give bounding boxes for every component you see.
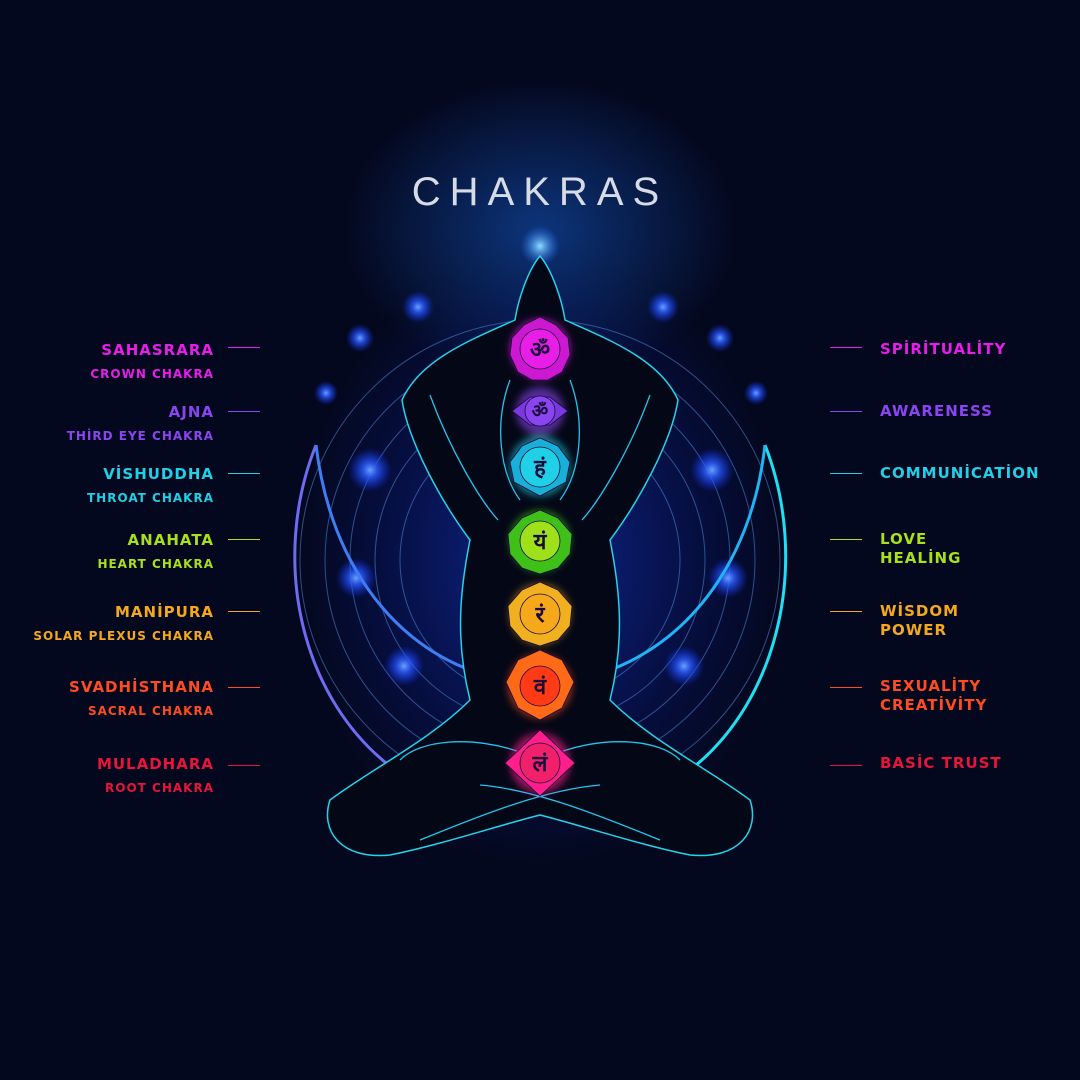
leader-line bbox=[830, 765, 862, 766]
chakra-subtitle: THİRD EYE CHAKRA bbox=[66, 429, 214, 443]
leader-line bbox=[228, 687, 260, 688]
chakra-subtitle: CROWN CHAKRA bbox=[90, 367, 214, 381]
chakra-name: SVADHİSTHANA bbox=[69, 678, 214, 696]
label-sahasrara: SAHASRARA CROWN CHAKRA bbox=[90, 341, 214, 381]
meaning-vishuddha: COMMUNİCATİON bbox=[880, 464, 1040, 483]
label-manipura: MANİPURA SOLAR PLEXUS CHAKRA bbox=[33, 603, 214, 643]
ham-symbol-icon: हं bbox=[534, 456, 546, 481]
leader-line bbox=[830, 347, 862, 348]
meaning-text: AWARENESS bbox=[880, 402, 993, 420]
chakra-subtitle: SACRAL CHAKRA bbox=[87, 704, 214, 718]
leader-line bbox=[228, 611, 260, 612]
chakra-subtitle: SOLAR PLEXUS CHAKRA bbox=[33, 629, 214, 643]
meaning-sahasrara: SPİRİTUALİTY bbox=[880, 340, 1006, 359]
ajna-symbol-icon: ॐ bbox=[531, 401, 549, 422]
label-svadhisthana: SVADHİSTHANA SACRAL CHAKRA bbox=[69, 678, 214, 718]
meaning-text: COMMUNİCATİON bbox=[880, 464, 1040, 482]
ram-symbol-icon: रं bbox=[535, 603, 545, 628]
label-vishuddha: VİSHUDDHA THROAT CHAKRA bbox=[87, 465, 214, 505]
lam-symbol-icon: लं bbox=[532, 752, 548, 777]
meaning-text: LOVE bbox=[880, 530, 928, 548]
leader-line bbox=[228, 411, 260, 412]
leader-line bbox=[830, 539, 862, 540]
meaning-muladhara: BASİC TRUST bbox=[880, 754, 1002, 773]
label-ajna: AJNA THİRD EYE CHAKRA bbox=[67, 403, 214, 443]
meaning-svadhisthana: SEXUALİTY CREATİVİTY bbox=[880, 677, 987, 715]
yam-symbol-icon: यं bbox=[533, 530, 547, 555]
om-symbol-icon: ॐ bbox=[529, 338, 551, 363]
glow-dots bbox=[314, 226, 768, 686]
meaning-text: POWER bbox=[880, 621, 948, 639]
chakra-name: AJNA bbox=[168, 403, 214, 421]
meaning-text: CREATİVİTY bbox=[880, 696, 988, 714]
leader-line bbox=[228, 347, 260, 348]
meaning-text: HEALİNG bbox=[880, 549, 962, 567]
label-anahata: ANAHATA HEART CHAKRA bbox=[97, 531, 214, 571]
meaning-anahata: LOVE HEALİNG bbox=[880, 530, 961, 568]
leader-line bbox=[228, 539, 260, 540]
meaning-text: BASİC TRUST bbox=[880, 754, 1002, 772]
leader-line bbox=[830, 473, 862, 474]
chakra-name: VİSHUDDHA bbox=[103, 465, 214, 483]
chakra-name: SAHASRARA bbox=[101, 341, 214, 359]
chakra-name: ANAHATA bbox=[127, 531, 214, 549]
leader-line bbox=[830, 411, 862, 412]
chakra-name: MULADHARA bbox=[96, 755, 214, 773]
chakra-name: MANİPURA bbox=[114, 603, 214, 621]
chakra-subtitle: HEART CHAKRA bbox=[97, 557, 214, 571]
leader-line bbox=[830, 687, 862, 688]
meaning-text: SPİRİTUALİTY bbox=[880, 340, 1007, 358]
label-muladhara: MULADHARA ROOT CHAKRA bbox=[97, 755, 214, 795]
leader-line bbox=[228, 473, 260, 474]
leader-line bbox=[228, 765, 260, 766]
leader-line bbox=[830, 611, 862, 612]
meaning-ajna: AWARENESS bbox=[880, 402, 993, 421]
page-title: CHAKRAS bbox=[411, 170, 669, 214]
vam-symbol-icon: वं bbox=[533, 675, 547, 700]
meaning-text: WİSDOM bbox=[880, 602, 960, 620]
meaning-text: SEXUALİTY bbox=[880, 677, 982, 695]
meaning-manipura: WİSDOM POWER bbox=[880, 602, 959, 640]
chakra-subtitle: ROOT CHAKRA bbox=[105, 781, 214, 795]
chakra-subtitle: THROAT CHAKRA bbox=[86, 491, 214, 505]
